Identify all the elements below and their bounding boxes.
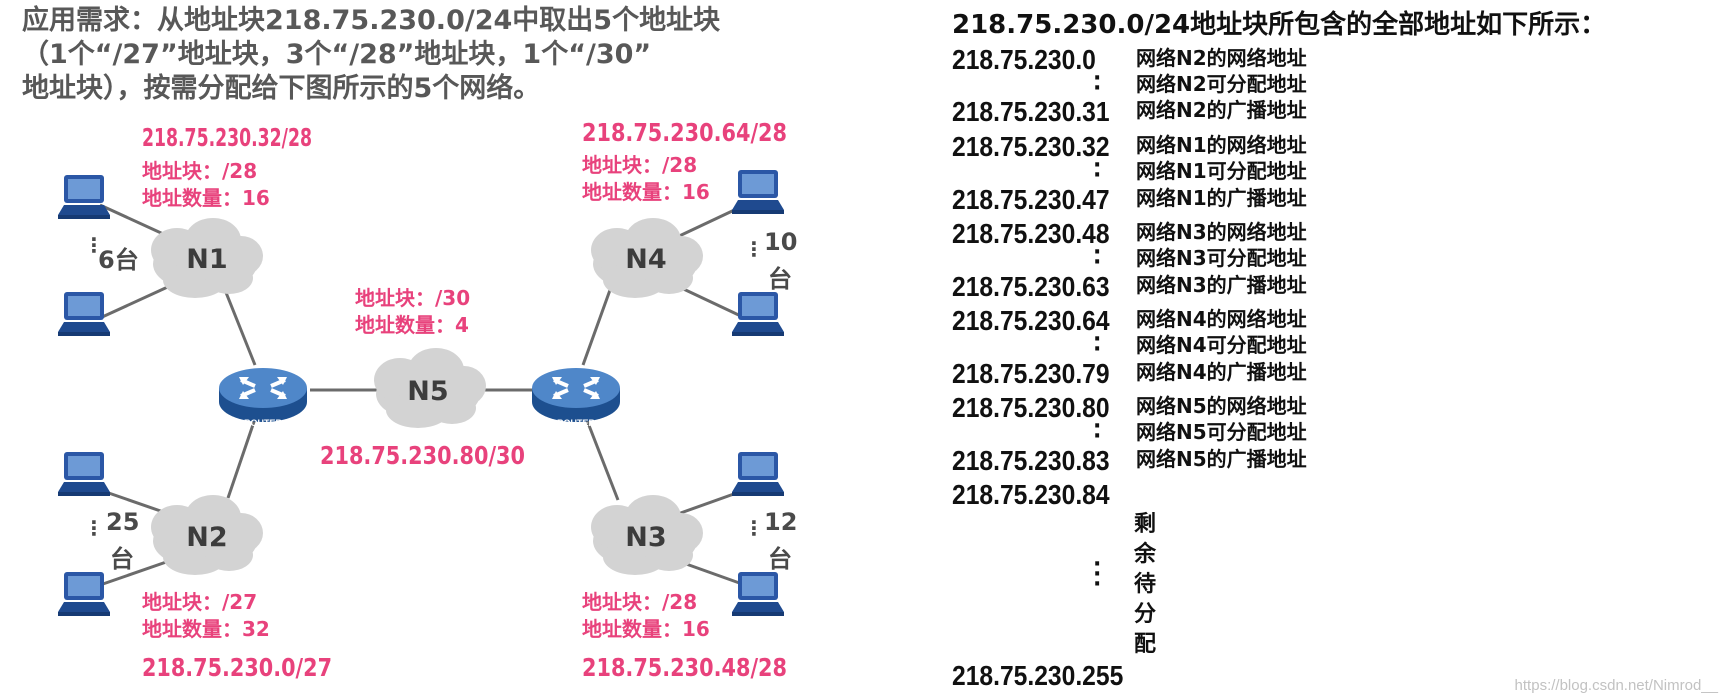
remaining-char: 剩	[1134, 512, 1157, 537]
address-network-desc: 网络N1的网络地址	[1136, 133, 1307, 157]
address-broadcast-desc: 网络N1的广播地址	[1136, 186, 1307, 210]
router-icon-left	[217, 366, 309, 424]
link-n1-pc-bottom	[99, 283, 173, 320]
network-topology-diagram: ROUTER ROUTER N1 N2 N5 N4 N3 ⋮ 6台 ⋮ 25 台…	[58, 118, 797, 682]
router-label-right: ROUTER	[557, 418, 596, 428]
vertical-dots: ···	[1093, 552, 1102, 597]
address-network-desc: 网络N2的网络地址	[1136, 46, 1307, 70]
cidr-n3: 218.75.230.48/28	[582, 653, 787, 682]
host-count-n3-unit: 台	[768, 545, 792, 573]
cidr-n5: 218.75.230.80/30	[320, 441, 525, 470]
host-count-n2-unit: 台	[110, 545, 134, 573]
router-label-left: ROUTER	[244, 418, 283, 428]
address-start: 218.75.230.0	[952, 44, 1096, 75]
count-n5: 地址数量：4	[355, 313, 469, 337]
link-n4-pc-bottom	[674, 283, 746, 320]
address-broadcast-desc: 网络N3的广播地址	[1136, 273, 1307, 297]
network-label-n1: N1	[186, 244, 227, 275]
address-start: 218.75.230.64	[952, 305, 1110, 336]
address-network-desc: 网络N3的网络地址	[1136, 220, 1307, 244]
address-end: 218.75.230.63	[952, 271, 1110, 302]
address-broadcast-desc: 网络N2的广播地址	[1136, 98, 1307, 122]
address-broadcast-desc: 网络N5的广播地址	[1136, 447, 1307, 471]
computer-icon-n3-bottom	[732, 572, 784, 616]
requirement-line-2: （1个“/27”地址块，3个“/28”地址块，1个“/30”	[22, 39, 652, 70]
remaining-char: 待	[1134, 572, 1157, 597]
link-n4-router2	[581, 289, 612, 366]
host-count-n3-number: 12	[764, 508, 797, 536]
computer-icon-n3-top	[732, 452, 784, 496]
remaining-char: 配	[1134, 632, 1157, 657]
link-n1-router1	[223, 289, 257, 366]
address-usable-desc: 网络N2可分配地址	[1136, 72, 1307, 96]
address-usable-desc: 网络N5可分配地址	[1136, 420, 1307, 444]
address-remaining-start: 218.75.230.84	[952, 479, 1110, 510]
count-n3: 地址数量：16	[582, 617, 710, 641]
requirement-text: 应用需求：从地址块218.75.230.0/24中取出5个地址块 （1个“/27…	[22, 4, 822, 106]
network-label-n5: N5	[407, 376, 448, 407]
address-end: 218.75.230.47	[952, 184, 1110, 215]
block-n5: 地址块：/30	[355, 286, 470, 310]
count-n4: 地址数量：16	[582, 180, 710, 204]
router-icon-right	[530, 366, 622, 424]
address-start: 218.75.230.80	[952, 392, 1110, 423]
computer-icon-n4-top	[732, 170, 784, 214]
host-count-n4-unit: 台	[768, 265, 792, 293]
computer-icon-n2-bottom	[58, 572, 110, 616]
link-n3-router2	[581, 409, 620, 501]
computer-icon-n1-bottom	[58, 292, 110, 336]
address-usable-desc: 网络N1可分配地址	[1136, 159, 1307, 183]
address-network-desc: 网络N4的网络地址	[1136, 307, 1307, 331]
cidr-n2: 218.75.230.0/27	[142, 653, 332, 682]
address-list-title: 218.75.230.0/24地址块所包含的全部地址如下所示：	[952, 10, 1607, 40]
block-n3: 地址块：/28	[582, 590, 697, 614]
cidr-n1: 218.75.230.32/28	[142, 123, 312, 152]
vertical-dots: ··	[1093, 414, 1102, 449]
link-n2-router1	[226, 409, 260, 499]
block-n2: 地址块：/27	[142, 590, 257, 614]
vertical-dots-n4: ⋮	[744, 237, 764, 261]
address-broadcast-desc: 网络N4的广播地址	[1136, 360, 1307, 384]
block-n1: 地址块：/28	[142, 159, 257, 183]
address-end: 218.75.230.31	[952, 96, 1110, 127]
count-n2: 地址数量：32	[142, 617, 270, 641]
address-usable-desc: 网络N4可分配地址	[1136, 333, 1307, 357]
cidr-n4: 218.75.230.64/28	[582, 118, 787, 147]
requirement-line-3: 地址块），按需分配给下图所示的5个网络。	[22, 73, 541, 104]
address-network-desc: 网络N5的网络地址	[1136, 394, 1307, 418]
computer-icon-n4-bottom	[732, 292, 784, 336]
host-count-n4-number: 10	[764, 228, 797, 256]
vertical-dots-n3: ⋮	[744, 516, 764, 540]
vertical-dots: ··	[1093, 66, 1102, 101]
address-end: 218.75.230.83	[952, 445, 1110, 476]
remaining-char: 分	[1134, 602, 1157, 627]
address-end: 218.75.230.79	[952, 358, 1110, 389]
vertical-dots: ··	[1093, 153, 1102, 188]
requirement-line-1: 应用需求：从地址块218.75.230.0/24中取出5个地址块	[22, 5, 721, 36]
network-label-n3: N3	[625, 522, 666, 553]
link-n2-pc-bottom	[99, 558, 173, 587]
address-last: 218.75.230.255	[952, 660, 1124, 691]
vertical-dots: ··	[1093, 327, 1102, 362]
remaining-char: 余	[1134, 542, 1157, 567]
network-label-n4: N4	[625, 244, 666, 275]
host-count-n2-number: 25	[106, 508, 139, 536]
vertical-dots-n1: ⋮	[84, 233, 104, 257]
vertical-dots-n2: ⋮	[84, 516, 104, 540]
address-usable-desc: 网络N3可分配地址	[1136, 246, 1307, 270]
address-start: 218.75.230.32	[952, 131, 1110, 162]
vertical-dots: ··	[1093, 240, 1102, 275]
address-start: 218.75.230.48	[952, 218, 1110, 249]
computer-icon-n1-top	[58, 175, 110, 219]
block-n4: 地址块：/28	[582, 153, 697, 177]
watermark: https://blog.csdn.net/Nimrod__	[1514, 677, 1718, 694]
link-n1-pc-top	[99, 203, 173, 240]
computer-icon-n2-top	[58, 452, 110, 496]
count-n1: 地址数量：16	[142, 186, 270, 210]
host-count-n1: 6台	[98, 246, 139, 274]
network-label-n2: N2	[186, 522, 227, 553]
